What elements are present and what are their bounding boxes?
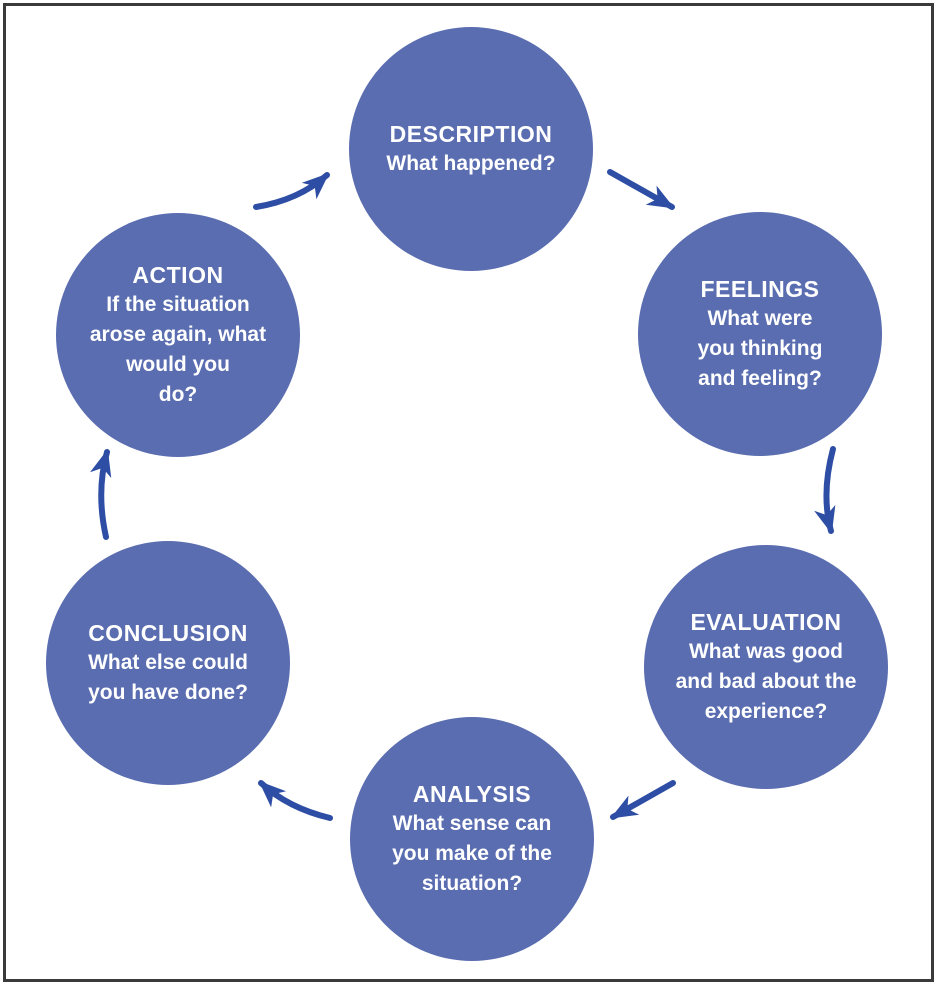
node-evaluation: EVALUATION What was good and bad about t… [644,545,888,789]
node-feelings-title: FEELINGS [700,276,820,302]
node-analysis-title: ANALYSIS [412,781,532,807]
node-action-body: If the situation arose again, what would… [89,293,267,406]
arrow-action-to-description [253,172,330,210]
node-description: DESCRIPTION What happened? [349,27,593,271]
node-description-title: DESCRIPTION [389,121,553,147]
node-description-body: What happened? [386,152,556,175]
arrow-evaluation-to-analysis [610,780,676,820]
node-action-title: ACTION [132,262,224,288]
arrow-analysis-to-conclusion [258,780,333,821]
node-conclusion: CONCLUSION What else could you have done… [46,541,290,785]
arrow-conclusion-to-action [90,449,112,540]
node-evaluation-title: EVALUATION [690,609,842,635]
arrow-description-to-feelings [607,169,675,210]
node-action: ACTION If the situation arose again, wha… [56,213,300,457]
node-analysis-body: What sense can you make of the situation… [392,812,552,895]
node-analysis: ANALYSIS What sense can you make of the … [350,717,594,961]
node-feelings-body: What were you thinking and feeling? [697,307,823,390]
node-evaluation-body: What was good and bad about the experien… [675,640,857,723]
node-feelings: FEELINGS What were you thinking and feel… [638,212,882,456]
arrow-feelings-to-evaluation [814,446,836,534]
node-conclusion-body: What else could you have done? [88,651,248,704]
node-conclusion-title: CONCLUSION [88,620,248,646]
